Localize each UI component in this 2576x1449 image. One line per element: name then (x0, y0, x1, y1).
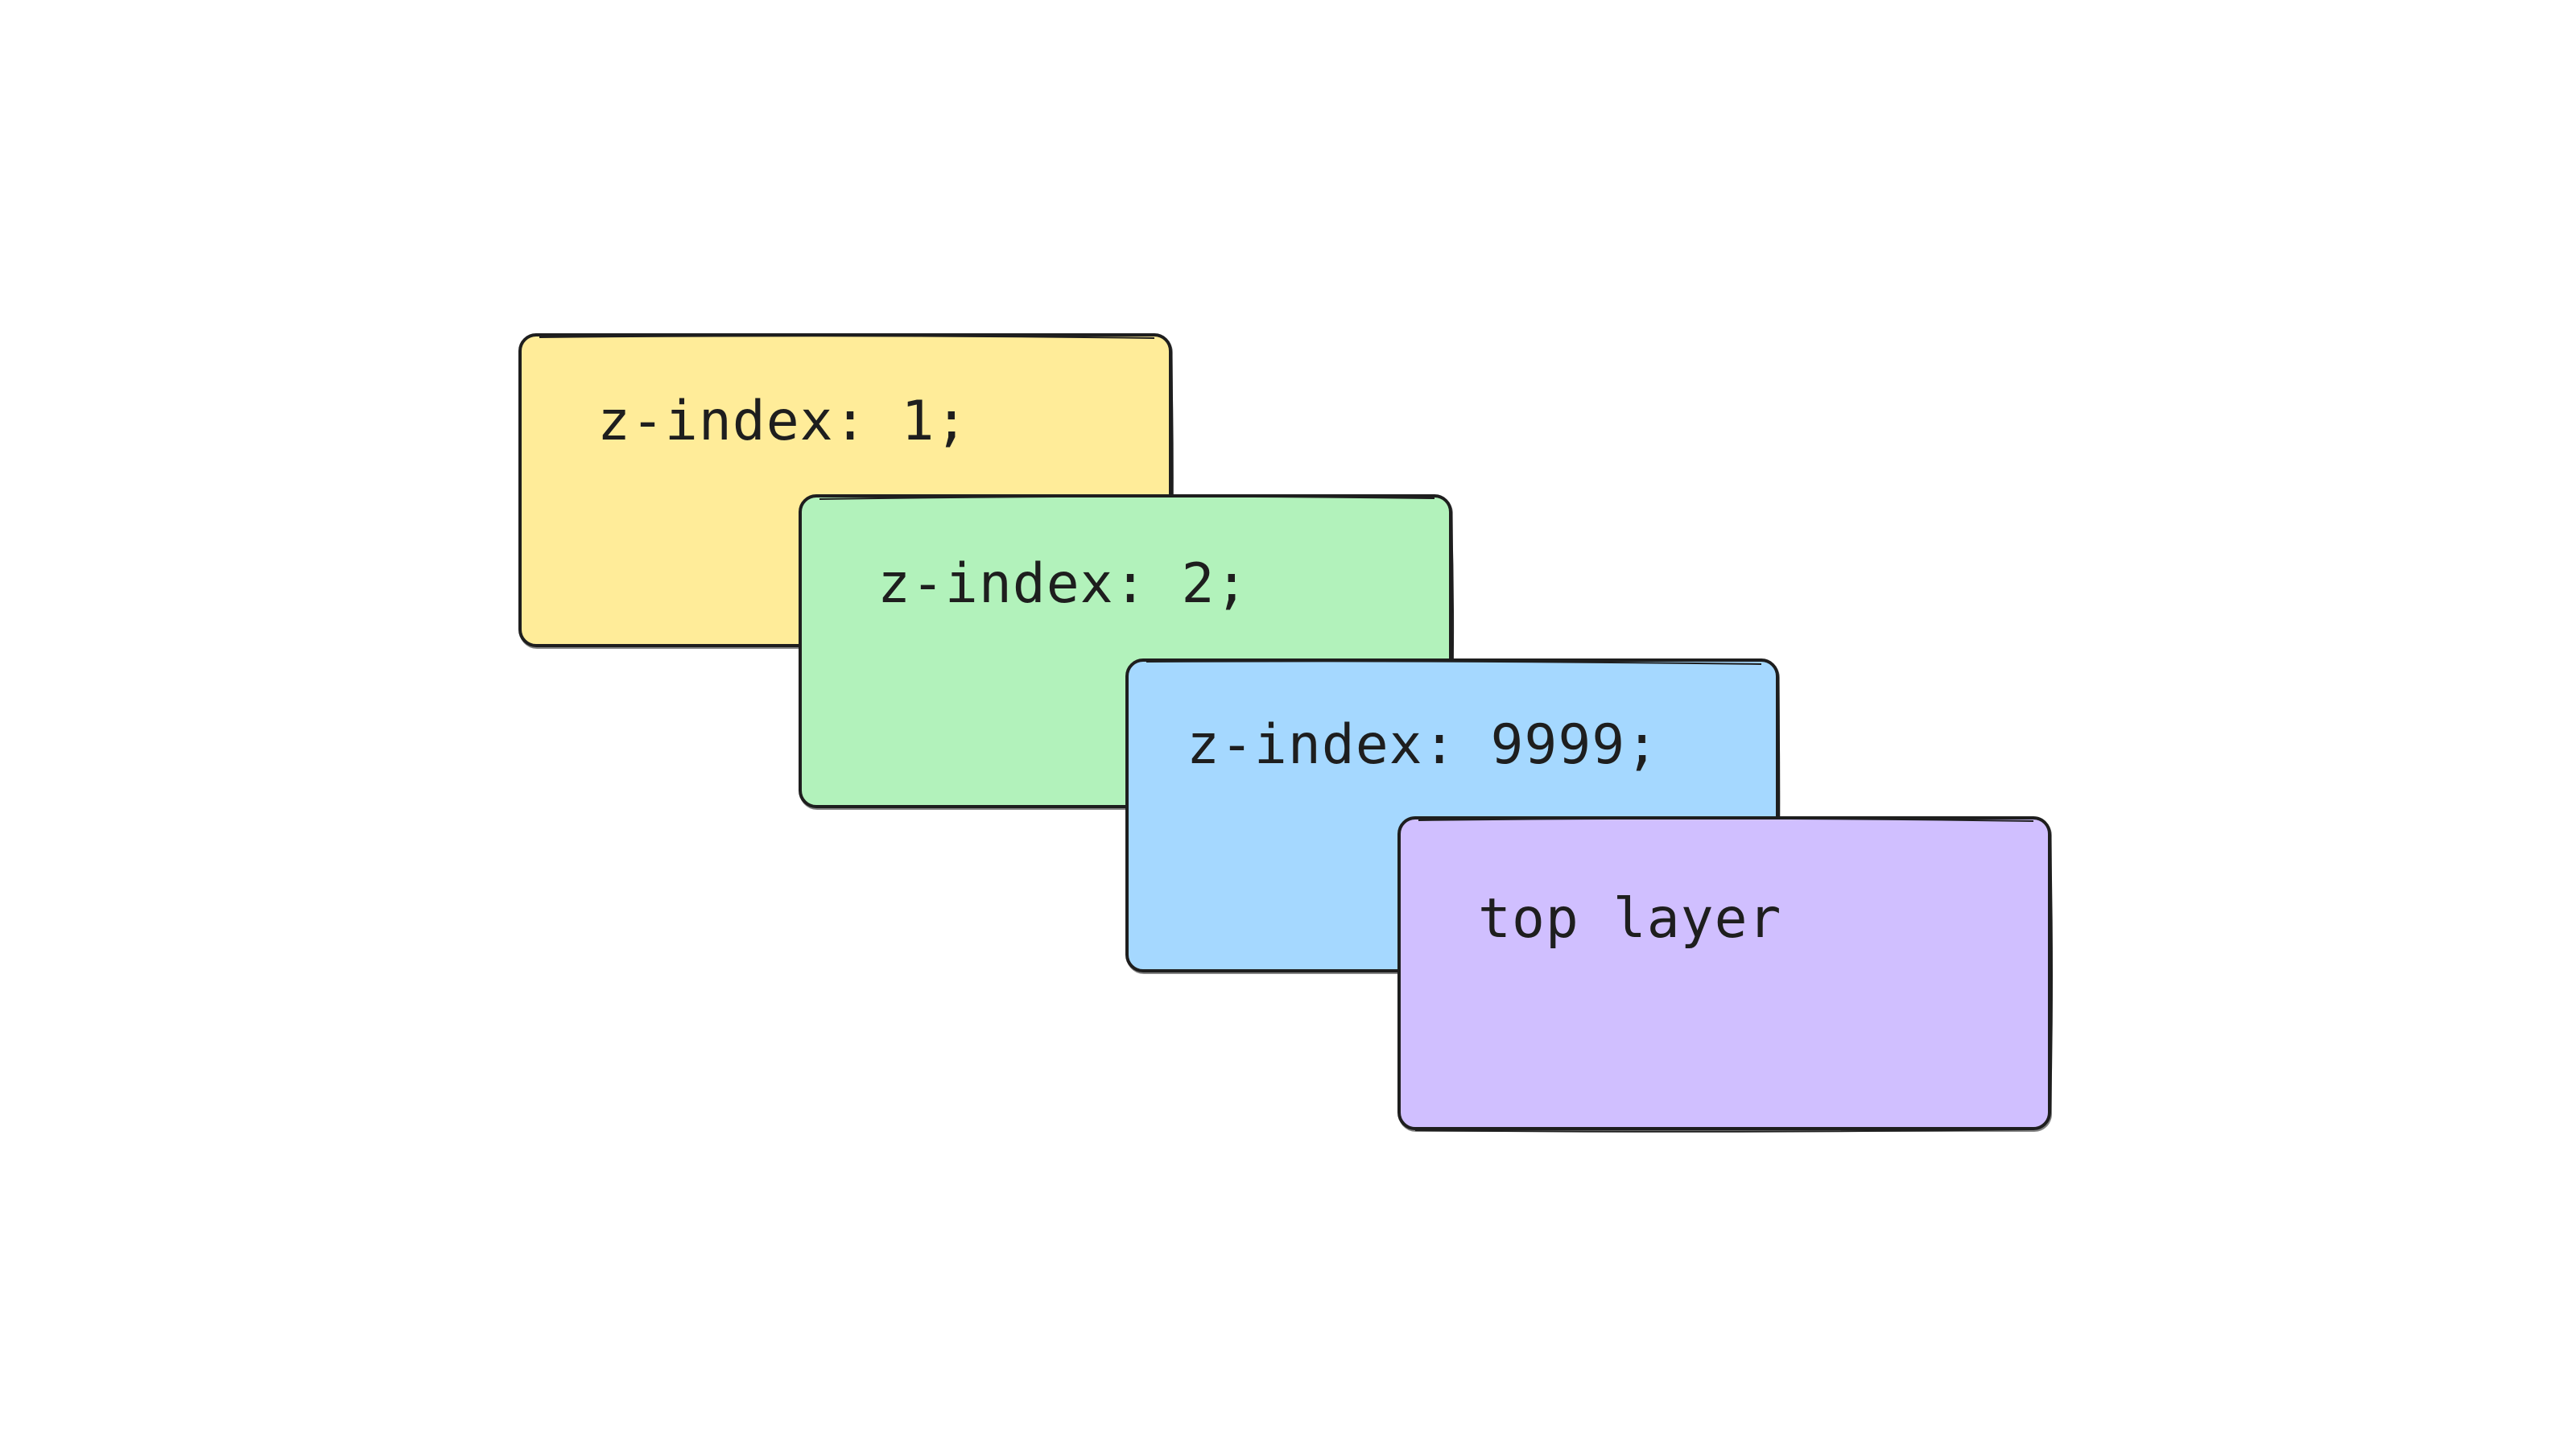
sketch-outline (1414, 817, 2053, 1133)
layer-label: top layer (1478, 887, 1782, 951)
layer-label: z-index: 1; (597, 390, 969, 453)
layer-label: z-index: 9999; (1187, 713, 1660, 777)
layer-box-top-layer: top layer (1397, 816, 2053, 1133)
layer-label: z-index: 2; (877, 552, 1249, 616)
